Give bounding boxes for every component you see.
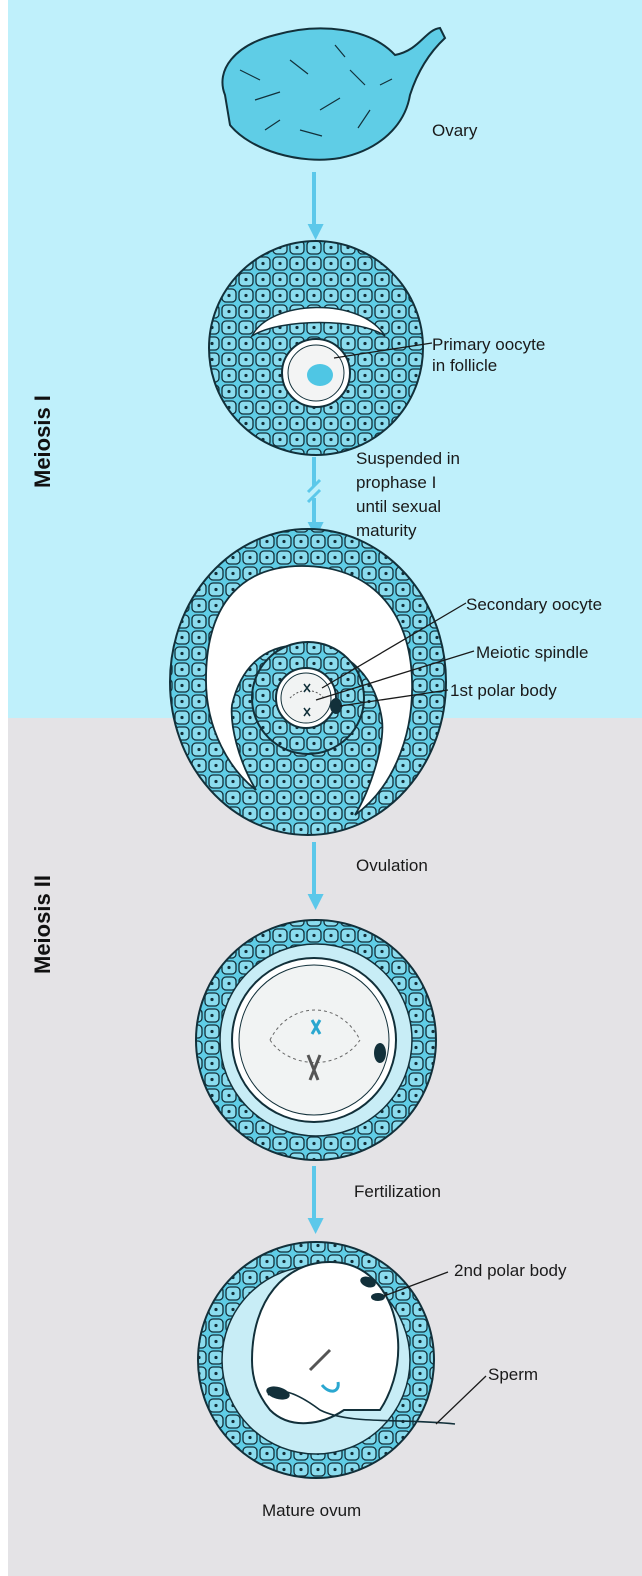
- phase-label-meiosis-2: Meiosis II: [30, 875, 56, 974]
- label-suspended-line-2: prophase I: [356, 472, 436, 493]
- label-in-follicle: in follicle: [432, 355, 497, 376]
- label-fertilization: Fertilization: [354, 1181, 441, 1202]
- phase-label-meiosis-1: Meiosis I: [30, 395, 56, 488]
- ovary: [222, 28, 445, 160]
- label-suspended-line-3: until sexual: [356, 496, 441, 517]
- secondary-follicle: [170, 529, 446, 835]
- label-1st-polar-body: 1st polar body: [450, 680, 557, 701]
- label-suspended-line-4: maturity: [356, 520, 416, 541]
- arrow-suspended: [308, 457, 320, 530]
- primary-follicle: [209, 241, 423, 455]
- pointer-sperm: [436, 1376, 486, 1424]
- ovulated-oocyte: [196, 920, 436, 1160]
- fertilized-ovum: [198, 1242, 455, 1478]
- label-ovary: Ovary: [432, 120, 477, 141]
- label-ovulation: Ovulation: [356, 855, 428, 876]
- label-suspended-line-1: Suspended in: [356, 448, 460, 469]
- label-primary-oocyte: Primary oocyte: [432, 334, 545, 355]
- label-sperm: Sperm: [488, 1364, 538, 1385]
- label-2nd-polar-body: 2nd polar body: [454, 1260, 566, 1281]
- label-mature-ovum: Mature ovum: [262, 1500, 361, 1521]
- label-meiotic-spindle: Meiotic spindle: [476, 642, 588, 663]
- label-secondary-oocyte: Secondary oocyte: [466, 594, 602, 615]
